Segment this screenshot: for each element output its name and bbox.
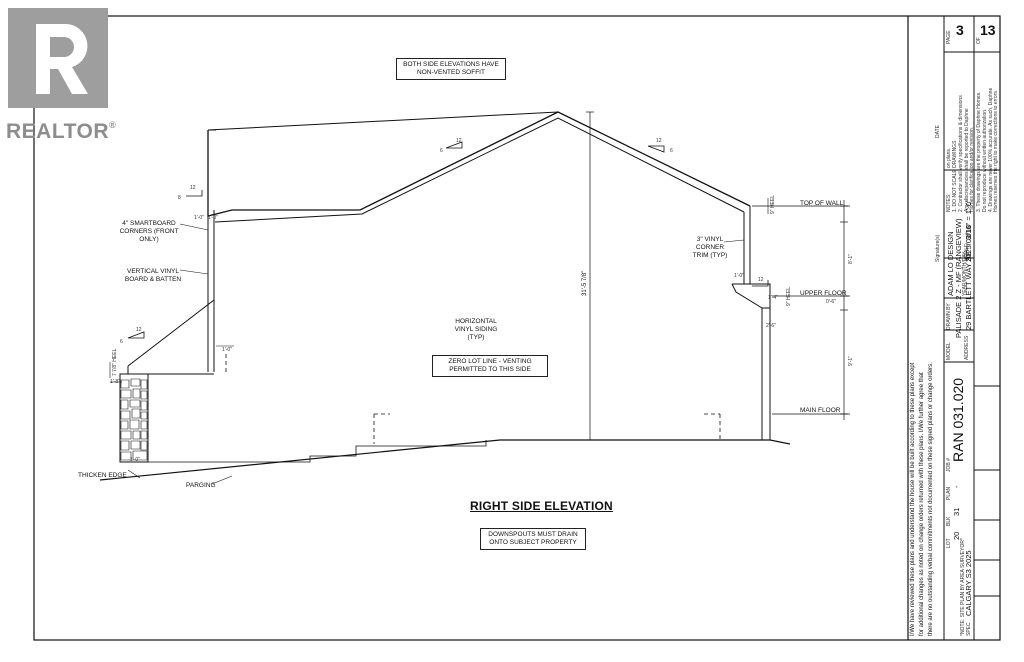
- overhang-f: 1'-8": [110, 379, 120, 385]
- scale-value: 3/16" = 1'-0": [964, 199, 973, 240]
- heel-mid-dim: 9" HEEL: [786, 286, 792, 306]
- roof-outline: [207, 111, 751, 217]
- scale-label: SCALE: [964, 243, 970, 260]
- spec-label: SPEC: [966, 622, 972, 636]
- pitch-run-4: 6: [120, 339, 123, 345]
- pitch-rise-2: 12: [656, 138, 662, 144]
- realtor-logo: REALTOR®: [6, 8, 116, 143]
- soffit-note: BOTH SIDE ELEVATIONS HAVE NON-VENTED SOF…: [396, 58, 506, 80]
- pitch-rise-3: 12: [190, 185, 196, 191]
- address-label: ADDRESS: [964, 335, 970, 360]
- overhang-d: 1'-0": [734, 273, 744, 279]
- offset-c: 2'-6": [766, 323, 776, 329]
- downspouts-note: DOWNSPOUTS MUST DRAIN ONTO SUBJECT PROPE…: [480, 528, 586, 550]
- spec-value: CALGARY S3 2025: [964, 550, 973, 616]
- plan-label: PLAN: [946, 486, 952, 500]
- note-9: on plans.: [946, 147, 952, 168]
- overhang-b: 1'-0": [208, 215, 218, 221]
- job-number: RAN 031.020: [950, 377, 966, 462]
- note-8: Homes reserves the right to make correct…: [993, 91, 999, 212]
- pitch-run-3: 8: [178, 195, 181, 201]
- pitch-run-2: 6: [670, 148, 673, 154]
- total-pages: 13: [980, 22, 996, 38]
- blk-value: 31: [952, 507, 961, 516]
- drawing-title: RIGHT SIDE ELEVATION: [470, 499, 613, 513]
- sign-date-label: DATE: [935, 125, 941, 138]
- grade-line: [99, 439, 791, 481]
- parging-note: PARGING: [186, 482, 216, 489]
- zero-lot-note: ZERO LOT LINE - VENTING PERMITTED TO THI…: [432, 355, 548, 377]
- plan-value: -: [952, 485, 961, 489]
- agreement-line-2: for additional changes as noted on chang…: [919, 372, 925, 636]
- blk-label: BLK: [946, 516, 952, 526]
- heel-left-dim: 7 7/8" HEEL: [112, 348, 118, 376]
- of-label: OF: [976, 37, 982, 44]
- realtor-logo-text: REALTOR®: [6, 120, 117, 143]
- sheet-border: [33, 15, 1001, 641]
- signature-label: Signature(s): [935, 234, 941, 262]
- pitch-rise-5: 12: [758, 277, 764, 283]
- overhang-a: 1'-0": [194, 215, 204, 221]
- pitch-rise-1: 12: [456, 138, 462, 144]
- overhang-e: 1'-0": [130, 457, 140, 463]
- pitch-run-1: 6: [440, 148, 443, 154]
- model-label: MODEL: [946, 342, 952, 360]
- upper-wall-dim: 8'-1": [848, 254, 854, 264]
- main-floor-label: MAIN FLOOR: [800, 407, 841, 414]
- agreement-line-3: there are no outstanding verbal commitme…: [928, 362, 934, 636]
- drawn-value: ADAM LO DESIGN: [946, 231, 955, 296]
- pitch-rise-4: 12: [136, 327, 142, 333]
- agreement-line-1: I/We have reviewed these plans and under…: [910, 362, 916, 636]
- main-wall-dim: 9'-1": [848, 356, 854, 366]
- heel-right-dim: 9" HEEL: [770, 194, 776, 214]
- page-number: 3: [956, 22, 964, 38]
- total-height-dim: 31'-5 7/8": [582, 270, 588, 296]
- overhang-c: 1'-0": [222, 347, 232, 353]
- corner-trim-note: 3" VINYL CORNER TRIM (TYP): [692, 236, 728, 259]
- vinyl-board-note: VERTICAL VINYL BOARD & BATTEN: [124, 268, 182, 283]
- realtor-logo-mark: [8, 8, 108, 108]
- offset-a: 1'-4": [768, 295, 778, 301]
- upper-floor-label: UPPER FLOOR: [800, 290, 847, 297]
- thicken-edge-note: THICKEN EDGE: [78, 472, 127, 479]
- offset-b: 0'-6": [826, 299, 836, 305]
- drawn-label: DRAWN BY: [946, 303, 952, 330]
- smartboard-note: 4" SMARTBOARD CORNERS (FRONT ONLY): [119, 220, 179, 243]
- siding-note: HORIZONTAL VINYL SIDING (TYP): [454, 318, 498, 341]
- page-label: PAGE: [946, 30, 952, 44]
- top-of-wall-label: TOP OF WALL: [800, 200, 844, 207]
